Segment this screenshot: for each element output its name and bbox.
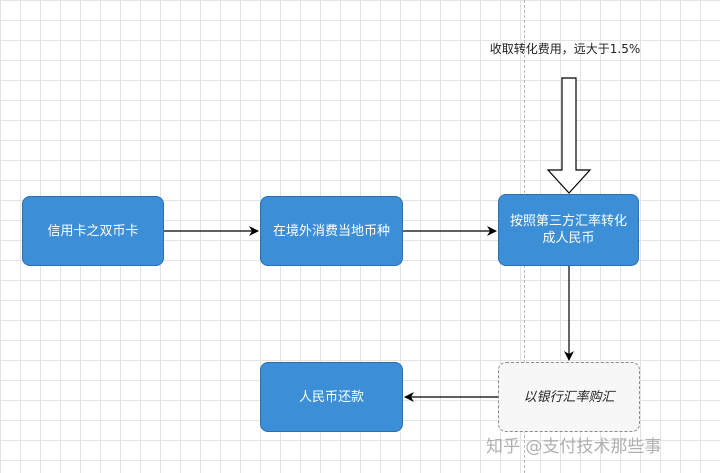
node-third-party-convert-label: 按照第三方汇率转化 成人民币 bbox=[509, 214, 627, 246]
fee-block-arrow bbox=[546, 77, 592, 194]
node-overseas-spend-label: 在境外消费当地币种 bbox=[272, 223, 390, 239]
node-rmb-repay[interactable]: 人民币还款 bbox=[260, 362, 403, 432]
node-third-party-convert[interactable]: 按照第三方汇率转化 成人民币 bbox=[498, 194, 639, 266]
watermark: 知乎 @支付技术那些事 bbox=[486, 437, 662, 457]
node-bank-purchase[interactable]: 以银行汇率购汇 bbox=[498, 362, 640, 432]
node-credit-card[interactable]: 信用卡之双币卡 bbox=[22, 196, 164, 266]
node-bank-purchase-label: 以银行汇率购汇 bbox=[523, 389, 615, 405]
node-rmb-repay-label: 人民币还款 bbox=[298, 389, 364, 405]
node-overseas-spend[interactable]: 在境外消费当地币种 bbox=[260, 196, 403, 266]
node-credit-card-label: 信用卡之双币卡 bbox=[47, 223, 139, 239]
fee-annotation: 收取转化费用，远大于1.5% bbox=[489, 42, 641, 56]
